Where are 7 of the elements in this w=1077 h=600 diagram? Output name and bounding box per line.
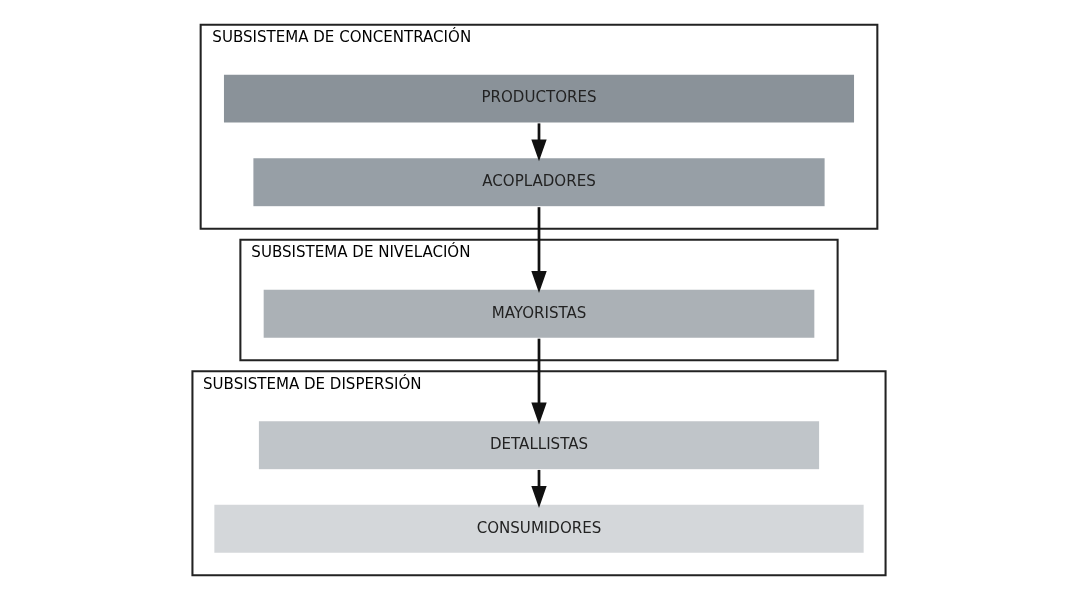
node-box: DETALLISTAS (257, 419, 820, 471)
node-box: CONSUMIDORES (212, 503, 865, 555)
node-box: ACOPLADORES (251, 156, 826, 208)
arrow (530, 338, 547, 425)
arrow (530, 207, 547, 293)
node-box: MAYORISTAS (261, 288, 816, 340)
node-box: PRODUCTORES (222, 73, 855, 124)
